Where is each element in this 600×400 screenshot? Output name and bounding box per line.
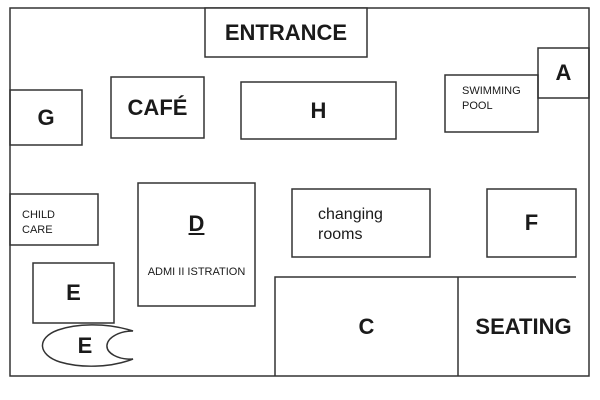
a-label: A — [555, 60, 572, 85]
e-box-label: E — [66, 280, 81, 305]
c-wall — [274, 276, 576, 376]
d-label: D — [188, 211, 205, 236]
d-box — [137, 182, 256, 307]
swimming-pool-label: SWIMMING POOL — [462, 84, 521, 114]
changing-rooms-line2: rooms — [318, 226, 363, 243]
e-box — [32, 262, 115, 324]
entrance-label: ENTRANCE — [224, 19, 348, 45]
c-label: C — [358, 313, 375, 339]
child-care-label: CHILD CARE — [22, 208, 55, 238]
changing-rooms-label: changing rooms — [318, 205, 383, 245]
changing-rooms-box — [291, 188, 431, 258]
e-oval-label: E — [77, 333, 93, 358]
f-label: F — [524, 210, 539, 235]
g-box — [9, 89, 83, 146]
entrance-box — [204, 7, 368, 58]
child-care-line1: CHILD — [22, 209, 56, 221]
swimming-pool-line1: SWIMMING — [462, 85, 521, 97]
e-oval-shape — [41, 324, 134, 367]
cafe-box — [110, 76, 205, 139]
changing-rooms-line1: changing — [318, 206, 383, 223]
swimming-pool-box — [444, 74, 539, 133]
cafe-label: CAFÉ — [127, 94, 188, 120]
seating-label: SEATING — [475, 313, 572, 339]
child-care-box — [9, 193, 99, 246]
h-box — [240, 81, 397, 140]
child-care-line2: CARE — [22, 224, 53, 236]
swimming-pool-line2: POOL — [462, 100, 493, 112]
h-label: H — [310, 97, 327, 123]
a-box — [537, 47, 590, 99]
g-label: G — [37, 104, 55, 130]
f-box — [486, 188, 577, 258]
administration-label: ADMI II ISTRATION — [147, 266, 246, 278]
